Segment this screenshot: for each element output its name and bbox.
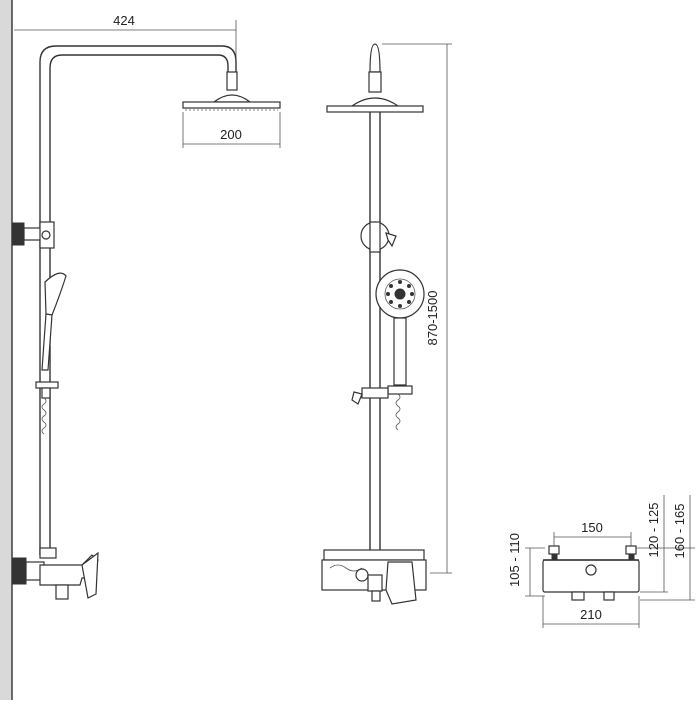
overhead-shower-front [326, 43, 424, 113]
overall-width-dimension: 424 [14, 13, 237, 80]
wall [0, 0, 13, 700]
inlet-spacing-dimension: 150 [553, 520, 632, 548]
overhead-shower-side [182, 71, 281, 111]
hand-shower-front [375, 269, 425, 431]
front-upper-bracket [360, 221, 397, 253]
height-range-label: 870-1500 [425, 291, 440, 346]
depth-c-label: 160 - 165 [672, 504, 687, 559]
side-view: 424 200 [11, 13, 281, 600]
body-width-dimension: 210 [542, 596, 640, 628]
depth-b-label: 120 - 125 [646, 503, 661, 558]
hand-shower-side [35, 272, 67, 435]
mixer-front [321, 549, 427, 605]
riser-pipe [39, 45, 237, 555]
height-range-dimension: 870-1500 [382, 43, 452, 574]
mixer-body-top [542, 559, 640, 601]
inlet-spacing-label: 150 [581, 520, 603, 535]
head-diameter-label: 200 [220, 127, 242, 142]
depth-c-dimension: 160 - 165 [640, 495, 695, 601]
front-view: 870-1500 [321, 43, 452, 605]
mixer-side [11, 547, 99, 600]
head-diameter-dimension: 200 [182, 112, 281, 148]
depth-a-label: 105 - 110 [507, 533, 522, 587]
mixer-detail: 150 210 105 - 110 [507, 495, 695, 628]
depth-a-dimension: 105 - 110 [507, 533, 545, 597]
overall-width-label: 424 [113, 13, 135, 28]
depth-b-dimension: 120 - 125 [636, 495, 668, 593]
body-width-label: 210 [580, 607, 602, 622]
front-slide-holder [351, 387, 389, 405]
mixer-inlets [548, 545, 637, 560]
upper-wall-bracket [11, 221, 55, 249]
front-riser [369, 112, 381, 560]
